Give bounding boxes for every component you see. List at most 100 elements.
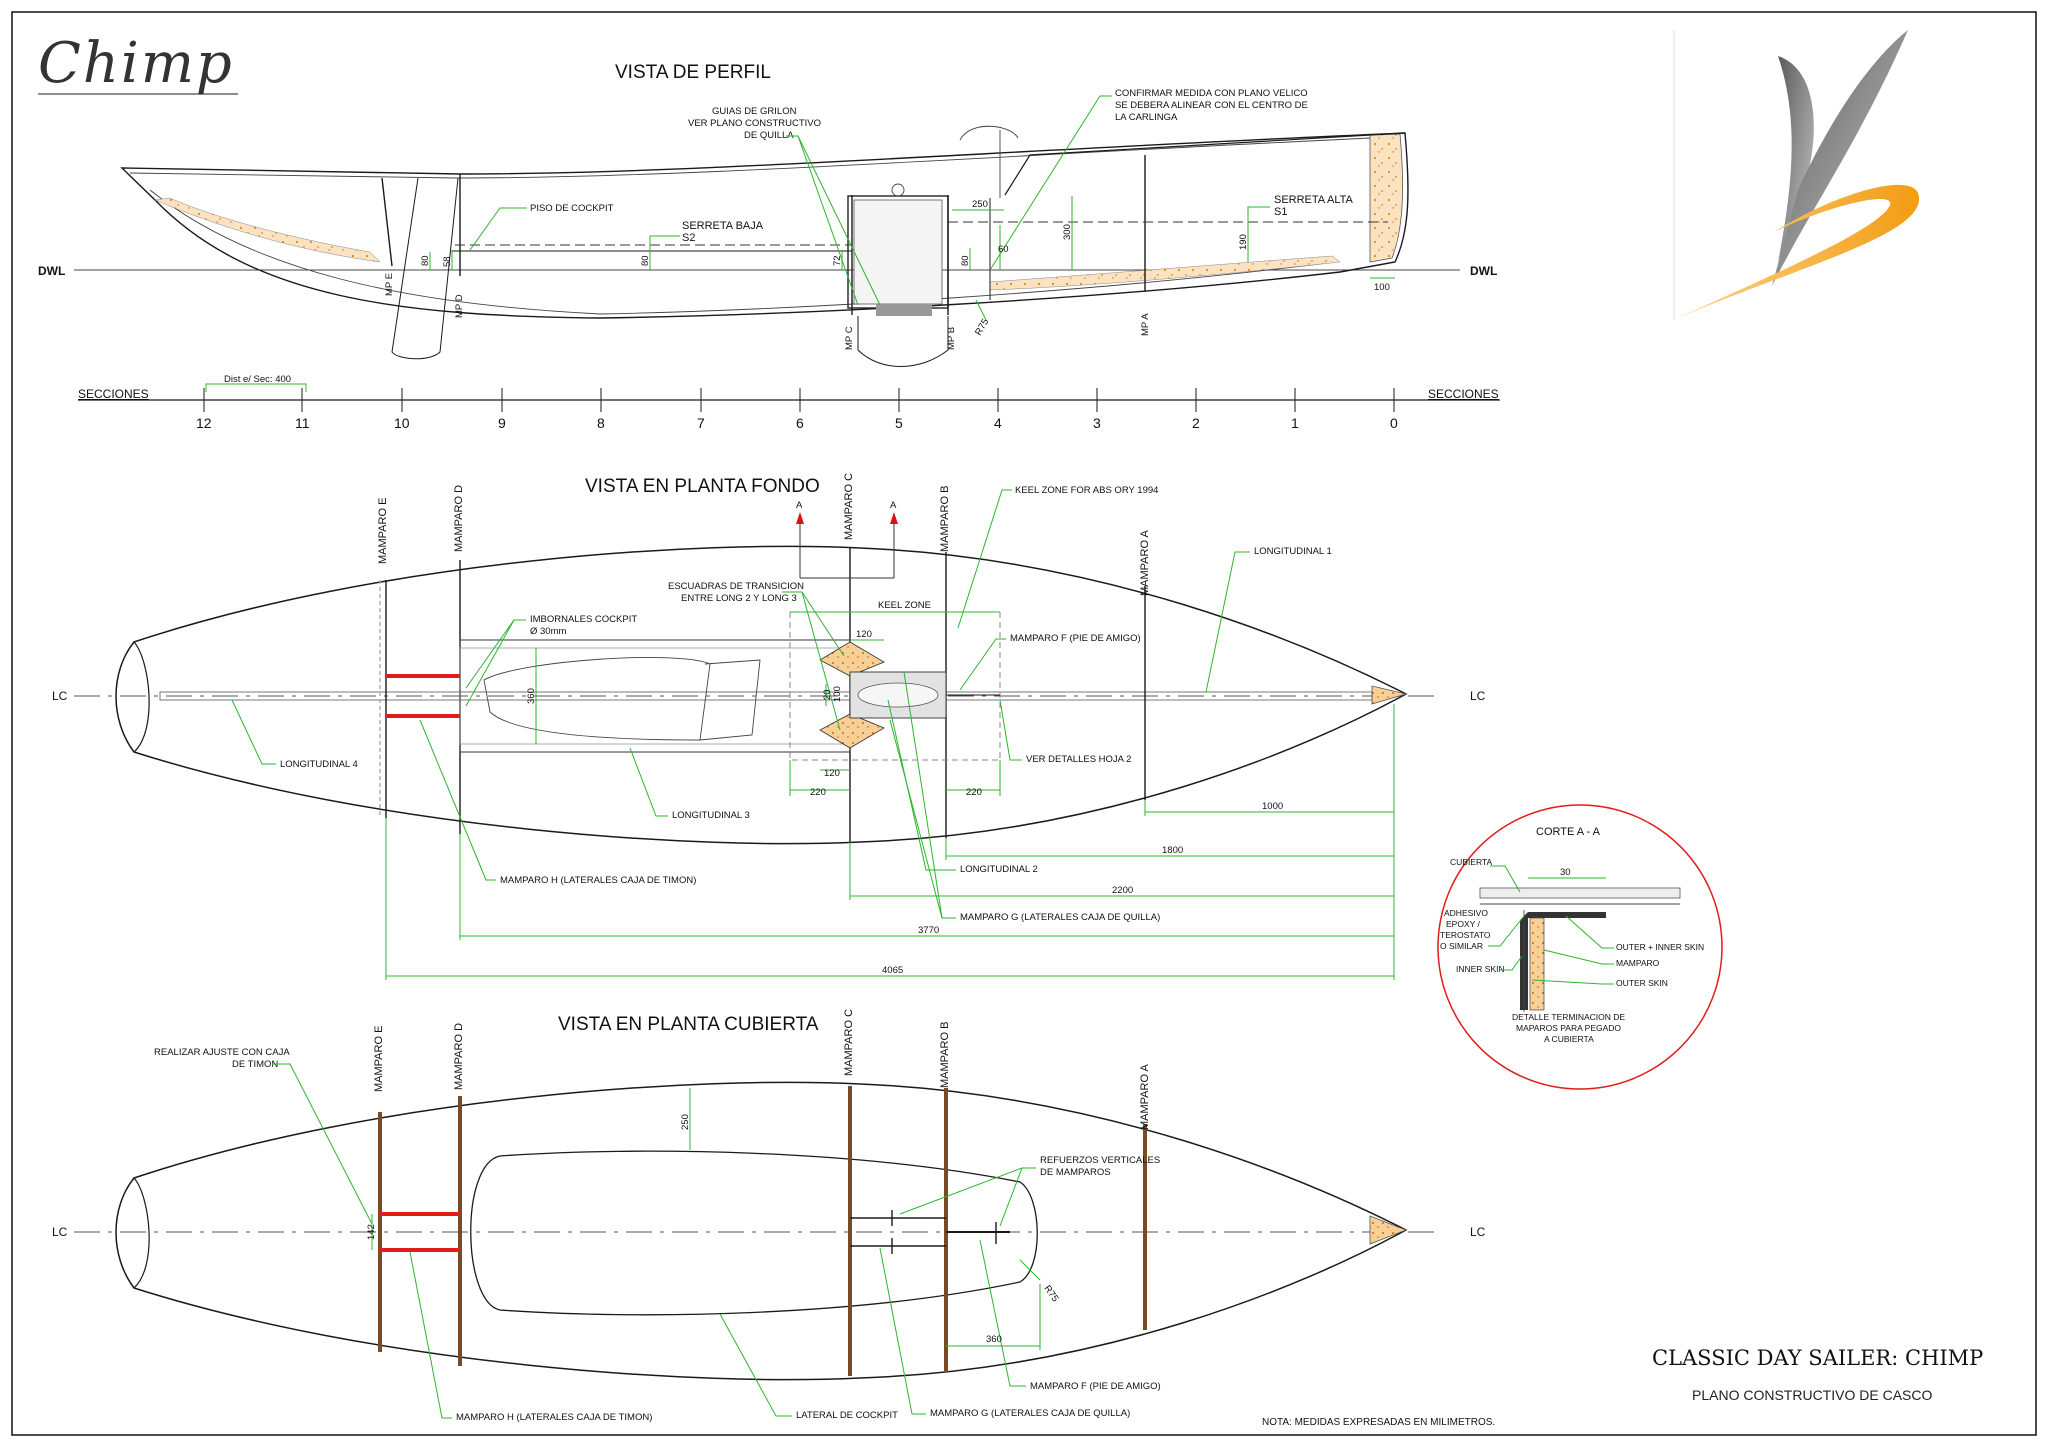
svg-text:300: 300	[1062, 224, 1073, 240]
svg-text:120: 120	[824, 768, 840, 779]
svg-text:120: 120	[856, 629, 872, 640]
svg-text:REFUERZOS VERTICALES: REFUERZOS VERTICALES	[1040, 1155, 1160, 1166]
svg-text:GUIAS DE GRILON: GUIAS DE GRILON	[712, 106, 797, 117]
hull-plan-bottom	[115, 545, 1408, 845]
secciones-left: SECCIONES	[78, 387, 149, 401]
lc-left-fondo: LC	[52, 689, 68, 703]
confirmar-note: CONFIRMAR MEDIDA CON PLANO VELICO SE DEB…	[989, 88, 1308, 271]
svg-text:142: 142	[366, 1224, 377, 1240]
section-number: 11	[295, 415, 310, 431]
svg-text:REALIZAR AJUSTE CON CAJA: REALIZAR AJUSTE CON CAJA	[154, 1047, 290, 1058]
svg-text:ADHESIVO: ADHESIVO	[1444, 908, 1488, 918]
ver-detalles-note: VER DETALLES HOJA 2	[999, 699, 1131, 765]
keel-zone-note: KEEL ZONE	[790, 600, 1000, 613]
svg-text:80: 80	[640, 255, 651, 266]
svg-text:220: 220	[966, 787, 982, 798]
svg-text:60: 60	[998, 244, 1009, 255]
svg-text:DE TIMON: DE TIMON	[232, 1059, 278, 1070]
svg-text:LATERAL DE COCKPIT: LATERAL DE COCKPIT	[796, 1410, 898, 1421]
foam-core-fwd	[989, 255, 1341, 291]
escuadras-note: ESCUADRAS DE TRANSICION ENTRE LONG 2 Y L…	[668, 581, 845, 731]
dwl-label-right: DWL	[1470, 264, 1497, 278]
svg-text:ENTRE LONG 2 Y LONG 3: ENTRE LONG 2 Y LONG 3	[681, 593, 797, 604]
cockpit-opening	[470, 1150, 1038, 1316]
mamparo-g-cubierta-note: MAMPARO G (LATERALES CAJA DE QUILLA)	[879, 1247, 1130, 1419]
svg-text:KEEL ZONE FOR ABS ORY 1994: KEEL ZONE FOR ABS ORY 1994	[1015, 485, 1158, 496]
svg-text:INNER SKIN: INNER SKIN	[1456, 964, 1505, 974]
svg-text:MAMPARO G (LATERALES CAJA DE Q: MAMPARO G (LATERALES CAJA DE QUILLA)	[930, 1408, 1130, 1419]
mamparo-h-cubierta-note: MAMPARO H (LATERALES CAJA DE TIMON)	[409, 1251, 652, 1423]
svg-text:72: 72	[832, 255, 843, 266]
svg-text:TEROSTATO: TEROSTATO	[1440, 930, 1491, 940]
svg-text:R75: R75	[1042, 1283, 1061, 1304]
svg-text:R75: R75	[973, 317, 991, 338]
svg-text:100: 100	[832, 686, 843, 702]
realizar-ajuste-note: REALIZAR AJUSTE CON CAJA DE TIMON	[154, 1047, 373, 1225]
svg-text:DE QUILLA: DE QUILLA	[744, 130, 794, 141]
section-number: 6	[796, 415, 804, 431]
mp-b-label: MP B	[946, 327, 957, 350]
longitudinal-2-note: LONGITUDINAL 2	[887, 699, 1038, 875]
section-number: 8	[597, 415, 605, 431]
fondo-title: VISTA EN PLANTA FONDO	[585, 476, 820, 497]
svg-text:20: 20	[822, 689, 833, 700]
svg-text:MAMPARO F (PIE DE AMIGO): MAMPARO F (PIE DE AMIGO)	[1010, 633, 1141, 644]
svg-text:30: 30	[1560, 867, 1571, 878]
section-number: 3	[1093, 415, 1101, 431]
section-number: 9	[498, 415, 506, 431]
mamparo-b-cubierta: MAMPARO B	[939, 1022, 951, 1088]
mamparo-e-fondo: MAMPARO E	[377, 498, 389, 564]
mamparo-b-fondo: MAMPARO B	[939, 486, 951, 552]
fondo-dimensions: 120 120 360 20 100 220 220 1000 1800 220…	[385, 629, 1395, 980]
svg-text:80: 80	[960, 255, 971, 266]
grilon-note: GUIAS DE GRILON VER PLANO CONSTRUCTIVO D…	[688, 106, 881, 306]
transition-bracket-bottom	[819, 713, 885, 749]
svg-text:OUTER + INNER SKIN: OUTER + INNER SKIN	[1616, 942, 1704, 952]
profile-dimensions: 250 300 60 190 80 58 80 72 80 100 R75	[420, 196, 1395, 338]
section-number: 5	[895, 415, 903, 431]
mamparo-c-fondo: MAMPARO C	[843, 473, 855, 540]
sheet-border	[11, 11, 2037, 1436]
svg-text:Ø 30mm: Ø 30mm	[530, 626, 567, 637]
svg-text:VER DETALLES HOJA 2: VER DETALLES HOJA 2	[1026, 754, 1131, 765]
svg-text:DETALLE TERMINACION DE: DETALLE TERMINACION DE	[1512, 1012, 1625, 1022]
lc-left-cubierta: LC	[52, 1225, 68, 1239]
mp-d-label: MP D	[454, 294, 465, 318]
svg-text:58: 58	[442, 256, 453, 267]
refuerzos-note: REFUERZOS VERTICALES DE MAMPAROS	[899, 1155, 1160, 1227]
svg-text:VER PLANO CONSTRUCTIVO: VER PLANO CONSTRUCTIVO	[688, 118, 821, 129]
svg-text:100: 100	[1374, 282, 1390, 293]
mamparo-f-fondo-note: MAMPARO F (PIE DE AMIGO)	[959, 633, 1141, 691]
svg-text:KEEL ZONE: KEEL ZONE	[878, 600, 931, 611]
svg-text:4065: 4065	[882, 965, 903, 976]
lateral-cockpit-note: LATERAL DE COCKPIT	[719, 1313, 898, 1421]
section-number: 7	[697, 415, 705, 431]
longitudinal-3-note: LONGITUDINAL 3	[629, 747, 750, 821]
mamparo-f-cubierta-note: MAMPARO F (PIE DE AMIGO)	[979, 1239, 1161, 1392]
section-number: 1	[1291, 415, 1299, 431]
section-number: 12	[196, 415, 212, 431]
serreta-baja-note: SERRETA BAJA S2	[649, 220, 764, 245]
foam-core-aft	[154, 197, 381, 263]
svg-text:360: 360	[986, 1334, 1002, 1345]
hull-plan-deck	[115, 1081, 1408, 1381]
dist-sec-label: Dist e/ Sec: 400	[224, 374, 291, 385]
mp-c-label: MP C	[844, 326, 855, 350]
mamparo-e-cubierta: MAMPARO E	[373, 1026, 385, 1092]
svg-text:LONGITUDINAL 3: LONGITUDINAL 3	[672, 810, 750, 821]
mamparo-a-cubierta: MAMPARO A	[1139, 1064, 1151, 1130]
keel-zone-abs-note: KEEL ZONE FOR ABS ORY 1994	[957, 485, 1158, 629]
cubierta-title: VISTA EN PLANTA CUBIERTA	[558, 1014, 819, 1035]
svg-text:MAMPARO H (LATERALES CAJA DE T: MAMPARO H (LATERALES CAJA DE TIMON)	[456, 1412, 652, 1423]
svg-text:MAPAROS PARA PEGADO: MAPAROS PARA PEGADO	[1516, 1023, 1621, 1033]
svg-text:1800: 1800	[1162, 845, 1183, 856]
svg-text:O SIMILAR: O SIMILAR	[1440, 941, 1483, 951]
svg-text:IMBORNALES COCKPIT: IMBORNALES COCKPIT	[530, 614, 637, 625]
svg-text:360: 360	[526, 688, 537, 704]
mamparo-h-fondo-note: MAMPARO H (LATERALES CAJA DE TIMON)	[419, 719, 696, 886]
svg-text:LONGITUDINAL 4: LONGITUDINAL 4	[280, 759, 358, 770]
svg-text:3770: 3770	[918, 925, 939, 936]
svg-text:DE MAMPAROS: DE MAMPAROS	[1040, 1167, 1111, 1178]
svg-text:LONGITUDINAL 1: LONGITUDINAL 1	[1254, 546, 1332, 557]
svg-text:S1: S1	[1274, 206, 1287, 218]
